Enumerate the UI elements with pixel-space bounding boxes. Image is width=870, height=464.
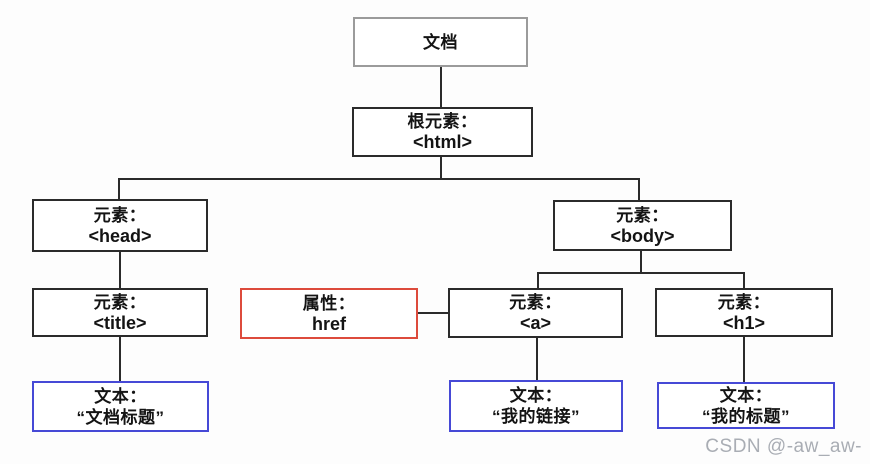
connector-body-stem bbox=[640, 251, 642, 272]
node-a-tag: <a> bbox=[519, 313, 552, 333]
node-body-tag: <body> bbox=[610, 225, 675, 246]
node-text-title-value: “文档标题” bbox=[76, 407, 165, 427]
node-document-label: 文档 bbox=[423, 32, 458, 52]
node-html: 根元素： <html> bbox=[352, 107, 533, 157]
connector-title-text bbox=[119, 337, 121, 381]
connector-body-bar bbox=[537, 272, 745, 274]
connector-to-h1 bbox=[743, 272, 745, 288]
connector-html-stem bbox=[440, 157, 442, 178]
connector-h1-text bbox=[743, 337, 745, 382]
node-title-tag: <title> bbox=[93, 312, 147, 333]
node-document: 文档 bbox=[353, 17, 528, 67]
node-html-label: 根元素： bbox=[407, 112, 478, 131]
node-text-title-label: 文本： bbox=[94, 386, 147, 406]
connector-html-bar bbox=[118, 178, 640, 180]
node-href-label: 属性： bbox=[302, 293, 356, 313]
csdn-watermark: CSDN @-aw_aw- bbox=[705, 436, 862, 457]
connector-doc-html bbox=[440, 67, 442, 107]
node-text-link-label: 文本： bbox=[509, 386, 563, 405]
node-text-link: 文本： “我的链接” bbox=[449, 380, 623, 432]
connector-href-a bbox=[418, 312, 448, 314]
node-head: 元素： <head> bbox=[32, 199, 208, 252]
node-title-label: 元素： bbox=[93, 292, 147, 312]
node-text-heading: 文本： “我的标题” bbox=[657, 382, 835, 429]
node-h1: 元素： <h1> bbox=[655, 288, 833, 337]
node-title: 元素： <title> bbox=[32, 288, 208, 337]
connector-head-title bbox=[119, 252, 121, 288]
node-text-title: 文本： “文档标题” bbox=[32, 381, 209, 432]
node-attribute-href: 属性： href bbox=[240, 288, 418, 339]
node-body: 元素： <body> bbox=[553, 200, 732, 251]
node-body-label: 元素： bbox=[616, 205, 669, 225]
node-html-tag: <html> bbox=[412, 132, 473, 152]
node-h1-label: 元素： bbox=[717, 292, 771, 312]
connector-to-head bbox=[118, 178, 120, 200]
node-href-value: href bbox=[311, 313, 346, 334]
connector-to-a bbox=[537, 272, 539, 288]
node-text-heading-value: “我的标题” bbox=[702, 406, 790, 426]
node-a: 元素： <a> bbox=[448, 288, 623, 338]
node-head-tag: <head> bbox=[88, 225, 152, 246]
node-text-link-value: “我的链接” bbox=[492, 407, 580, 426]
connector-to-body bbox=[638, 178, 640, 201]
node-h1-tag: <h1> bbox=[722, 312, 766, 333]
node-a-label: 元素： bbox=[509, 293, 562, 312]
connector-a-text bbox=[536, 338, 538, 380]
node-text-heading-label: 文本： bbox=[719, 385, 773, 405]
node-head-label: 元素： bbox=[93, 205, 147, 225]
